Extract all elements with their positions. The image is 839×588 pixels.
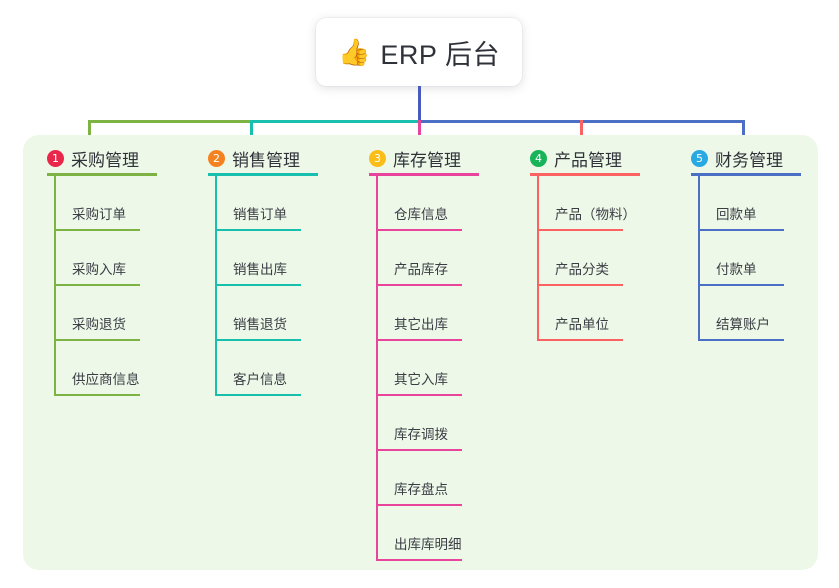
branch-item-underline bbox=[376, 284, 462, 286]
branch-item-label: 其它入库 bbox=[394, 372, 448, 387]
branch-item-label: 供应商信息 bbox=[72, 372, 140, 387]
branch-header-label: 销售管理 bbox=[232, 151, 300, 170]
branch-stub-5 bbox=[742, 120, 745, 147]
branch-item-label: 客户信息 bbox=[233, 372, 287, 387]
branch-item-label: 结算账户 bbox=[716, 317, 770, 332]
branch-item-underline bbox=[215, 339, 301, 341]
branch-spine bbox=[215, 176, 217, 396]
trunk-line bbox=[418, 86, 421, 123]
branch-item-label: 采购入库 bbox=[72, 262, 126, 277]
branch-number-badge: 1 bbox=[47, 150, 64, 167]
thumbs-up-icon: 👍 bbox=[338, 38, 371, 68]
branch-item-underline bbox=[698, 229, 784, 231]
branch-stub-1 bbox=[88, 120, 91, 147]
branch-header-label: 财务管理 bbox=[715, 151, 783, 170]
branch-item-label: 销售订单 bbox=[233, 207, 287, 222]
root-node-erp-backend[interactable]: 👍 ERP 后台 bbox=[316, 18, 522, 86]
branch-spine bbox=[698, 176, 700, 341]
branch-item-underline bbox=[698, 284, 784, 286]
branch-item-label: 出库库明细 bbox=[394, 537, 462, 552]
branch-spine bbox=[376, 176, 378, 561]
branch-header-1[interactable]: 1 采购管理 bbox=[47, 146, 139, 171]
branch-number-badge: 5 bbox=[691, 150, 708, 167]
branch-item-underline bbox=[376, 449, 462, 451]
branch-item-underline bbox=[537, 339, 623, 341]
branch-spine bbox=[537, 176, 539, 341]
branch-item-underline bbox=[215, 229, 301, 231]
branch-spine bbox=[54, 176, 56, 396]
branch-stub-4 bbox=[580, 120, 583, 147]
branch-item-label: 产品分类 bbox=[555, 262, 609, 277]
branch-stub-3 bbox=[418, 120, 421, 147]
branch-item-label: 库存调拨 bbox=[394, 427, 448, 442]
branch-header-4[interactable]: 4 产品管理 bbox=[530, 146, 622, 171]
bus-segment-2 bbox=[250, 120, 421, 123]
branch-item-underline bbox=[215, 394, 301, 396]
branches-panel: 1 采购管理采购订单采购入库采购退货供应商信息 2 销售管理销售订单销售出库销售退货客… bbox=[23, 135, 818, 570]
branch-item-label: 销售出库 bbox=[233, 262, 287, 277]
branch-item-underline bbox=[54, 394, 140, 396]
branch-header-underline bbox=[530, 173, 640, 176]
branch-item-label: 采购订单 bbox=[72, 207, 126, 222]
branch-header-underline bbox=[369, 173, 479, 176]
branch-item-underline bbox=[537, 284, 623, 286]
branch-item-underline bbox=[376, 339, 462, 341]
branch-header-label: 采购管理 bbox=[71, 151, 139, 170]
branch-item-label: 销售退货 bbox=[233, 317, 287, 332]
branch-stub-2 bbox=[250, 120, 253, 147]
branch-header-underline bbox=[691, 173, 801, 176]
branch-item-underline bbox=[54, 229, 140, 231]
branch-number-badge: 3 bbox=[369, 150, 386, 167]
branch-header-label: 产品管理 bbox=[554, 151, 622, 170]
branch-number-badge: 2 bbox=[208, 150, 225, 167]
branch-item-underline bbox=[54, 339, 140, 341]
branch-item-underline bbox=[54, 284, 140, 286]
branch-item-underline bbox=[376, 229, 462, 231]
branch-item-label: 产品单位 bbox=[555, 317, 609, 332]
branch-item-label: 付款单 bbox=[716, 262, 757, 277]
branch-header-3[interactable]: 3 库存管理 bbox=[369, 146, 461, 171]
branch-item-underline bbox=[376, 559, 462, 561]
branch-item-label: 库存盘点 bbox=[394, 482, 448, 497]
root-node-label: ERP 后台 bbox=[380, 39, 500, 70]
branch-item-underline bbox=[376, 394, 462, 396]
branch-item-label: 仓库信息 bbox=[394, 207, 448, 222]
branch-header-underline bbox=[208, 173, 318, 176]
branch-header-2[interactable]: 2 销售管理 bbox=[208, 146, 300, 171]
branch-item-label: 回款单 bbox=[716, 207, 757, 222]
branch-item-label: 产品库存 bbox=[394, 262, 448, 277]
branch-header-5[interactable]: 5 财务管理 bbox=[691, 146, 783, 171]
branch-header-underline bbox=[47, 173, 157, 176]
branch-number-badge: 4 bbox=[530, 150, 547, 167]
branch-item-label: 采购退货 bbox=[72, 317, 126, 332]
branch-item-underline bbox=[698, 339, 784, 341]
branch-item-underline bbox=[537, 229, 623, 231]
branch-item-label: 产品（物料） bbox=[555, 207, 636, 222]
branch-item-underline bbox=[376, 504, 462, 506]
branch-item-underline bbox=[215, 284, 301, 286]
bus-segment-1 bbox=[88, 120, 253, 123]
branch-header-label: 库存管理 bbox=[393, 151, 461, 170]
branch-item-label: 其它出库 bbox=[394, 317, 448, 332]
